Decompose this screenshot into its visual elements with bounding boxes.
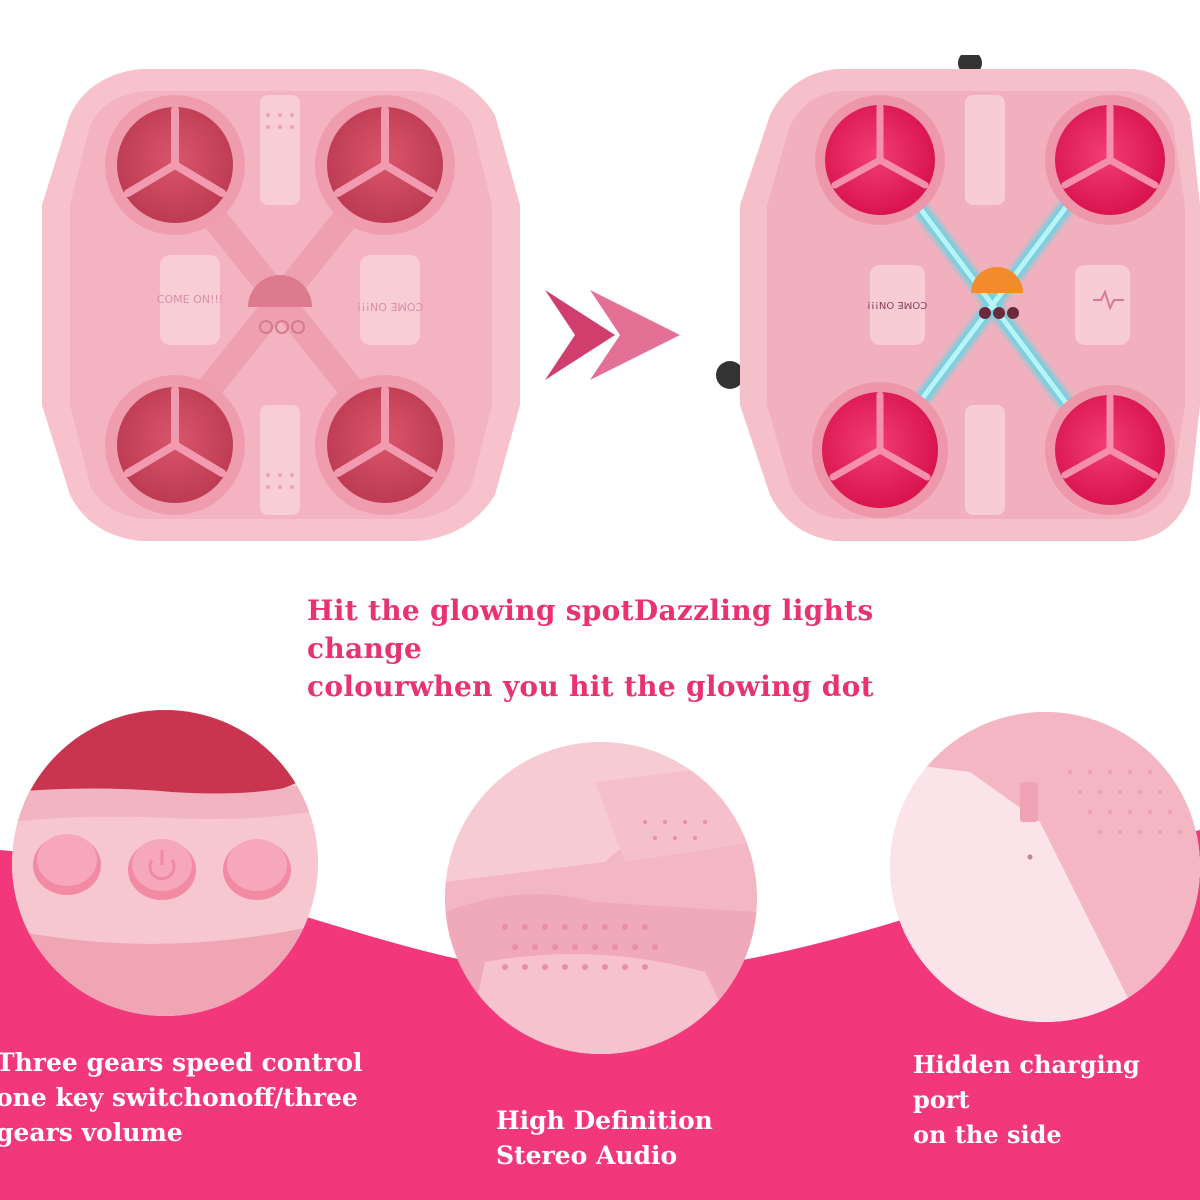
feature-1-line-1: Three gears speed control (0, 1048, 363, 1077)
feature-3-line-2: on the side (913, 1120, 1062, 1149)
lit-pad-top-right (1045, 95, 1175, 225)
speaker-grille-icon (502, 820, 707, 970)
punch-pad-bottom-left (105, 375, 245, 515)
feature-2-line-2: Stereo Audio (496, 1141, 678, 1170)
transition-arrow-icon (545, 290, 680, 380)
lit-pad-bottom-left (812, 382, 948, 518)
detail-buttons-closeup (12, 710, 318, 1016)
panel-text-lit: COME ON!!! (867, 299, 927, 310)
feature-1-line-3: gears volume (0, 1118, 183, 1147)
feature-1-line-2: one key switchonoff/three (0, 1083, 358, 1112)
lit-pad-bottom-right (1045, 385, 1175, 515)
panel-text-right: COME ON!!! (357, 300, 423, 313)
feature-3-line-1: Hidden charging port (913, 1050, 1140, 1114)
detail-charging-port-closeup (890, 712, 1200, 1022)
headline: Hit the glowing spotDazzling lights chan… (0, 592, 1200, 706)
punch-pad-top-right (315, 95, 455, 235)
boxing-machine-lit: COME ON!!! (716, 55, 1200, 541)
speed-button-icon (33, 834, 101, 895)
feature-caption-buttons: Three gears speed control one key switch… (0, 1045, 363, 1150)
volume-button-icon (223, 839, 291, 900)
panel-text-left: COME ON!!! (157, 293, 223, 306)
feature-caption-audio: High Definition Stereo Audio (496, 1103, 713, 1173)
feature-caption-charging: Hidden charging port on the side (913, 1047, 1200, 1152)
punch-pad-bottom-right (315, 375, 455, 515)
lit-pad-top-left (815, 95, 945, 225)
power-button-icon (128, 839, 196, 900)
detail-speaker-closeup (445, 742, 757, 1054)
charging-port-icon (1020, 782, 1038, 822)
boxing-machine-unlit: COME ON!!! COME ON!!! (42, 69, 520, 541)
headline-line-2: colourwhen you hit the glowing dot (307, 670, 874, 703)
feature-2-line-1: High Definition (496, 1106, 713, 1135)
punch-pad-top-left (105, 95, 245, 235)
headline-line-1: Hit the glowing spotDazzling lights chan… (307, 594, 874, 665)
